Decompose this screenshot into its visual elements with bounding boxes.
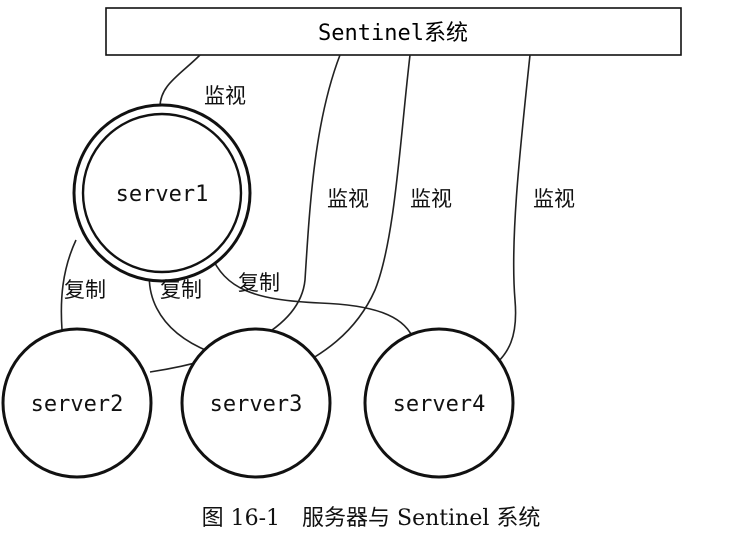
monitor-label-server4: 监视 (533, 187, 575, 211)
replicate-edge-server2 (60, 239, 77, 331)
monitor-label-server1: 监视 (204, 84, 246, 108)
monitor-edge-server3 (291, 54, 411, 371)
server2-node (1, 327, 153, 479)
replicate-label-server2: 复制 (64, 278, 106, 302)
replicate-label-server4: 复制 (238, 271, 280, 295)
server4-label: server4 (393, 392, 486, 417)
replicate-edge-server4 (209, 252, 413, 337)
server3-node (180, 327, 332, 479)
monitor-label-server3: 监视 (410, 187, 452, 211)
server1-label: server1 (116, 182, 209, 207)
monitor-edge-server4 (487, 54, 531, 371)
sentinel-system-box (105, 7, 682, 56)
server2-label: server2 (31, 392, 124, 417)
sentinel-system-label: Sentinel系统 (318, 21, 468, 46)
figure-caption: 图 16-1 服务器与 Sentinel 系统 (0, 500, 742, 532)
server4-node (363, 327, 515, 479)
figure-number: 图 16-1 (201, 506, 281, 531)
figure-title: 服务器与 Sentinel 系统 (302, 506, 541, 531)
monitor-edge-server1 (159, 54, 201, 108)
server3-label: server3 (210, 392, 303, 417)
monitor-label-server2: 监视 (327, 187, 369, 211)
replicate-label-server3: 复制 (160, 278, 202, 302)
server1-node-inner (81, 112, 243, 274)
